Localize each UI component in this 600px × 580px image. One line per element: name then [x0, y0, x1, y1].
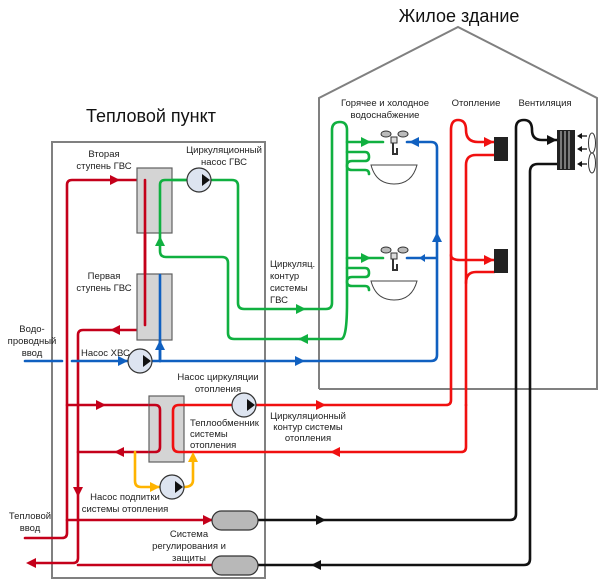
- label-cold-water-pump: Насос ХВС: [81, 348, 130, 359]
- substation-title: Тепловой пункт: [86, 106, 216, 126]
- second-stage-hx: [136, 167, 173, 234]
- arrow-icon: [96, 400, 106, 410]
- control-unit-return: [211, 555, 259, 576]
- sink-icon: [370, 280, 418, 301]
- faucet-icon: [380, 130, 409, 155]
- building-outline: [318, 25, 598, 390]
- ventilation-supply-pipe: [256, 118, 559, 522]
- primary-heating-hx-pipe: [65, 403, 162, 454]
- sink-icon: [370, 164, 418, 185]
- heating-branch-pipe: [449, 253, 496, 262]
- radiator-icon: [494, 249, 508, 273]
- makeup-loop: [133, 450, 198, 492]
- cold-water-pipe: [23, 140, 439, 363]
- arrow-icon: [361, 137, 371, 147]
- arrow-icon: [150, 482, 160, 492]
- arrow-icon: [188, 452, 198, 462]
- heating-through-hx: [171, 403, 186, 454]
- cold-water-pump: [127, 348, 153, 374]
- arrow-icon: [484, 255, 494, 265]
- arrow-icon: [203, 515, 213, 525]
- arrow-icon: [419, 254, 425, 262]
- arrow-icon: [409, 137, 419, 147]
- arrow-icon: [110, 175, 120, 185]
- arrow-icon: [330, 447, 340, 457]
- heating-return-pipe: [177, 403, 468, 454]
- heating-circulation-pump: [231, 392, 257, 418]
- heating-loop: [171, 118, 508, 457]
- arrow-icon: [361, 253, 371, 263]
- arrow-icon: [547, 135, 557, 145]
- heating-return-riser: [464, 153, 496, 407]
- arrow-icon: [295, 356, 305, 366]
- control-unit-supply: [211, 510, 259, 531]
- arrow-icon: [484, 137, 494, 147]
- sink-upper: [370, 130, 418, 185]
- arrow-icon: [577, 146, 582, 152]
- arrow-icon: [118, 356, 128, 366]
- primary-through-heating-hx: [148, 403, 162, 454]
- arrow-icon: [316, 400, 326, 410]
- dhw-pipe-through-hx: [158, 178, 189, 247]
- label-ventilation: Вентиляция: [518, 98, 571, 109]
- heating-supply-pipe: [171, 118, 496, 454]
- building-title: Жилое здание: [399, 6, 520, 26]
- sink-lower: [370, 246, 418, 301]
- dhw-tap-branch: [345, 140, 385, 260]
- dhw-towel-coil: [345, 150, 371, 176]
- arrow-icon: [432, 232, 442, 242]
- fan-icon: [588, 132, 596, 174]
- arrow-icon: [577, 161, 582, 167]
- arrow-icon: [298, 334, 308, 344]
- first-stage-hx: [136, 273, 173, 341]
- arrow-icon: [316, 515, 326, 525]
- arrow-icon: [110, 325, 120, 335]
- ventilation-return-pipe: [256, 162, 559, 567]
- radiator-icon: [494, 137, 508, 161]
- arrow-icon: [73, 487, 83, 497]
- hot-water-loop: [155, 120, 385, 344]
- faucet-icon: [380, 246, 409, 271]
- arrow-icon: [26, 558, 36, 568]
- dhw-return-pipe: [158, 238, 302, 341]
- air-heater-icon: [557, 130, 575, 170]
- dhw-circulation-pump: [186, 167, 212, 193]
- arrow-icon: [296, 304, 306, 314]
- arrow-icon: [114, 447, 124, 457]
- arrow-icon: [577, 133, 582, 139]
- label-heating: Отопление: [452, 98, 501, 109]
- dhw-towel-coil: [345, 266, 371, 292]
- makeup-pipe: [133, 450, 195, 489]
- makeup-pump: [159, 474, 185, 500]
- heating-branch-return: [464, 270, 496, 285]
- arrow-icon: [311, 560, 321, 570]
- ventilation-loop: [256, 118, 596, 570]
- air-heater-fins: [560, 131, 570, 169]
